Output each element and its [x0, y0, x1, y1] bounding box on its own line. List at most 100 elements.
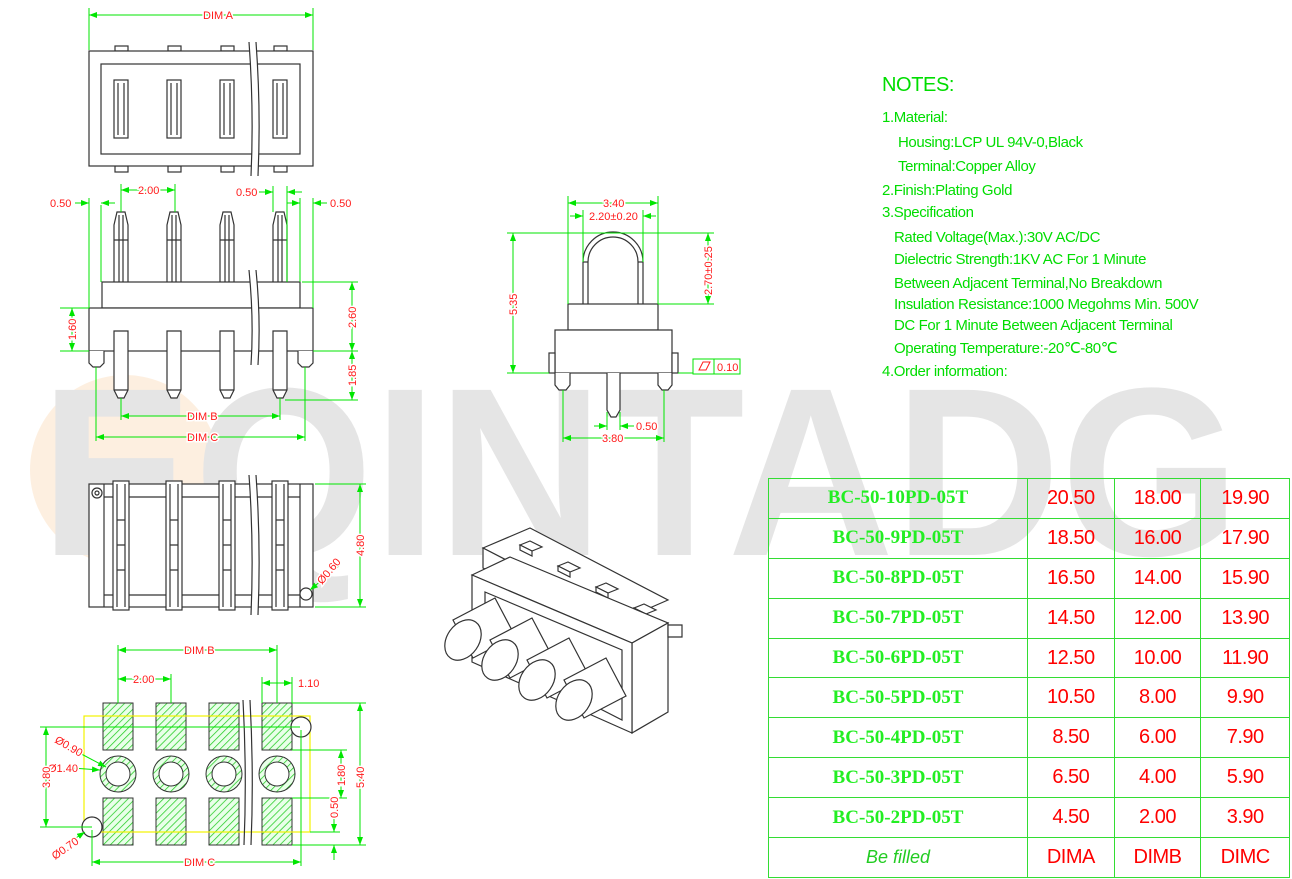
terminal-pin-bottom: [166, 330, 182, 399]
terminal-pin-bottom: [113, 330, 129, 399]
dim-b-cell: 2.00: [1113, 797, 1202, 839]
dim-c-cell: 11.90: [1200, 637, 1290, 679]
pcb-total-label: 5.40: [355, 767, 367, 788]
note-line: 2.Finish:Plating Gold: [882, 182, 1013, 199]
dim-c-cell: DIMC: [1200, 837, 1290, 878]
dim-c-cell: 3.90: [1200, 797, 1290, 839]
flatness-value: 0.10: [717, 362, 738, 374]
dim-c-cell: 17.90: [1200, 517, 1290, 559]
dim-a-cell: 4.50: [1027, 797, 1115, 839]
note-line: Terminal:Copper Alloy: [898, 158, 1036, 175]
dim-b-cell: 8.00: [1113, 677, 1202, 719]
dim-c-cell: 15.90: [1200, 557, 1290, 599]
plated-hole: [105, 761, 131, 787]
dim-b-cell: 4.00: [1113, 757, 1202, 799]
part-number-cell: BC-50-2PD-05T: [768, 797, 1028, 839]
terminal-pin-top: [272, 211, 288, 282]
pcb-dim-b-label: DIM B: [184, 645, 215, 657]
dim-b-cell: 18.00: [1113, 478, 1202, 519]
terminal-slot: [166, 79, 182, 139]
slot-inner-lines: [170, 83, 178, 135]
loop-width-label: 2.20±0.20: [589, 211, 638, 223]
note-line: 4.Order information:: [882, 363, 1008, 380]
terminal-pin-top: [113, 211, 129, 282]
iso-tab-side: [519, 544, 533, 557]
dim-a-cell: DIMA: [1027, 837, 1115, 878]
top-tab: [167, 45, 182, 52]
dim-a-label: DIM A: [203, 10, 234, 22]
dim-b-label: DIM B: [187, 411, 218, 423]
terminal-pin-bottom: [219, 330, 235, 399]
terminal-slot: [113, 79, 129, 139]
note-line: 1.Material:: [882, 109, 948, 126]
part-number-cell: BC-50-9PD-05T: [768, 517, 1028, 559]
pad-gap-label: 1.80: [336, 765, 348, 786]
terminal-slot: [219, 79, 235, 139]
note-line: Dielectric Strength:1KV AC For 1 Minute: [894, 251, 1147, 268]
terminal-pin-bottom: [272, 330, 288, 399]
iso-pin-tip: [444, 619, 482, 661]
peg-span-label: 3.80: [602, 433, 623, 445]
dim-a-cell: 16.50: [1027, 557, 1115, 599]
dim-c-label: DIM C: [187, 432, 218, 444]
pitch-label: 2.00: [138, 185, 159, 197]
note-line: 3.Specification: [882, 204, 974, 221]
dim-b-cell: DIMB: [1113, 837, 1202, 878]
top-tab: [220, 45, 235, 52]
note-line: Between Adjacent Terminal,No Breakdown: [894, 275, 1163, 292]
side-height-label: 5.35: [508, 294, 520, 315]
rib-detail: [275, 484, 285, 607]
height-1-60-label: 1.60: [67, 319, 79, 340]
dim-c-cell: 9.90: [1200, 677, 1290, 719]
part-number-cell: BC-50-8PD-05T: [768, 557, 1028, 599]
pcb-pitch-label: 2.00: [133, 674, 154, 686]
dim-c-cell: 5.90: [1200, 757, 1290, 799]
bottom-tab: [114, 165, 129, 173]
note-line: Operating Temperature:-20℃-80℃: [894, 340, 1118, 357]
hole-inner-label: Ø0.90: [53, 734, 85, 759]
dim-a-cell: 12.50: [1027, 637, 1115, 679]
side-width-label: 3.40: [603, 198, 624, 210]
notes-title: NOTES:: [882, 74, 955, 96]
top-view: DIM A: [88, 8, 314, 177]
bottom-tab: [273, 165, 288, 173]
iso-pin-tip: [481, 639, 519, 681]
dim-c-cell: 7.90: [1200, 717, 1290, 759]
dim-a-cell: 20.50: [1027, 478, 1115, 519]
hole-outer-label: Ø1.40: [48, 763, 78, 775]
offset-mid-label: 0.50: [236, 187, 257, 199]
front-view: 2.00 0.50 0.50 0.50 1.60 2.60 1.85 DIM B…: [49, 184, 361, 446]
dim-b-cell: 12.00: [1113, 597, 1202, 639]
offset-left-label: 0.50: [50, 198, 71, 210]
smd-pad: [155, 797, 187, 846]
iso-pin-tip: [518, 659, 556, 701]
pcb-pad-width-label: 1.10: [298, 678, 319, 690]
dim-b-cell: 16.00: [1113, 517, 1202, 559]
smd-pad: [208, 797, 240, 846]
dim-b-cell: 10.00: [1113, 637, 1202, 679]
note-line: DC For 1 Minute Between Adjacent Termina…: [894, 317, 1173, 334]
dim-a-cell: 18.50: [1027, 517, 1115, 559]
pcb-dim-c-label: DIM C: [184, 857, 215, 869]
plated-hole: [211, 761, 237, 787]
side-view: 3.40 2.20±0.20 5.35 2.70±0.25 0.10 0.50 …: [507, 196, 741, 447]
part-number-cell: BC-50-6PD-05T: [768, 637, 1028, 679]
smd-pad: [261, 797, 293, 846]
offset-right-label: 0.50: [330, 198, 351, 210]
slot-inner-lines: [117, 83, 125, 135]
slot-inner-lines: [223, 83, 231, 135]
note-line: Housing:LCP UL 94V-0,Black: [898, 134, 1083, 151]
depth-label: 4.80: [355, 535, 367, 556]
terminal-pin-top: [219, 211, 235, 282]
dim-a-cell: 8.50: [1027, 717, 1115, 759]
pin-height-label: 2.70±0.25: [703, 246, 715, 295]
